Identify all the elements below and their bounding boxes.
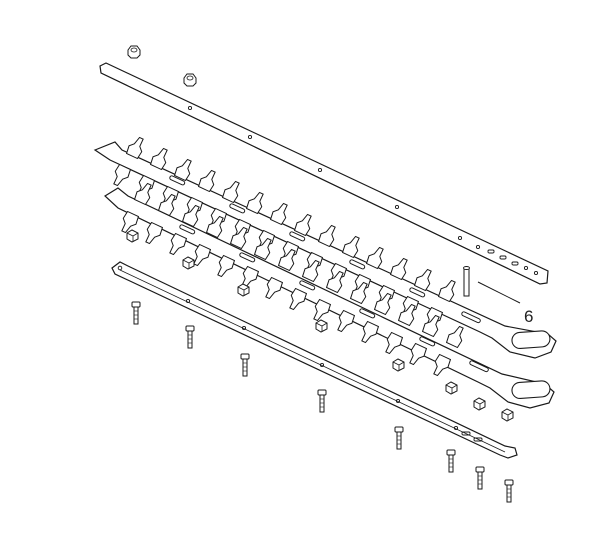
bottom-guide-bar	[111, 261, 518, 459]
nut-1	[127, 45, 141, 59]
nut-2	[183, 73, 197, 87]
callout-leader-6	[477, 281, 521, 304]
lower-blade	[104, 180, 555, 409]
callout-label-6: 6	[524, 307, 533, 326]
upper-blade	[93, 134, 557, 359]
pin-part-6	[463, 266, 470, 297]
top-guide-bar	[99, 62, 549, 285]
